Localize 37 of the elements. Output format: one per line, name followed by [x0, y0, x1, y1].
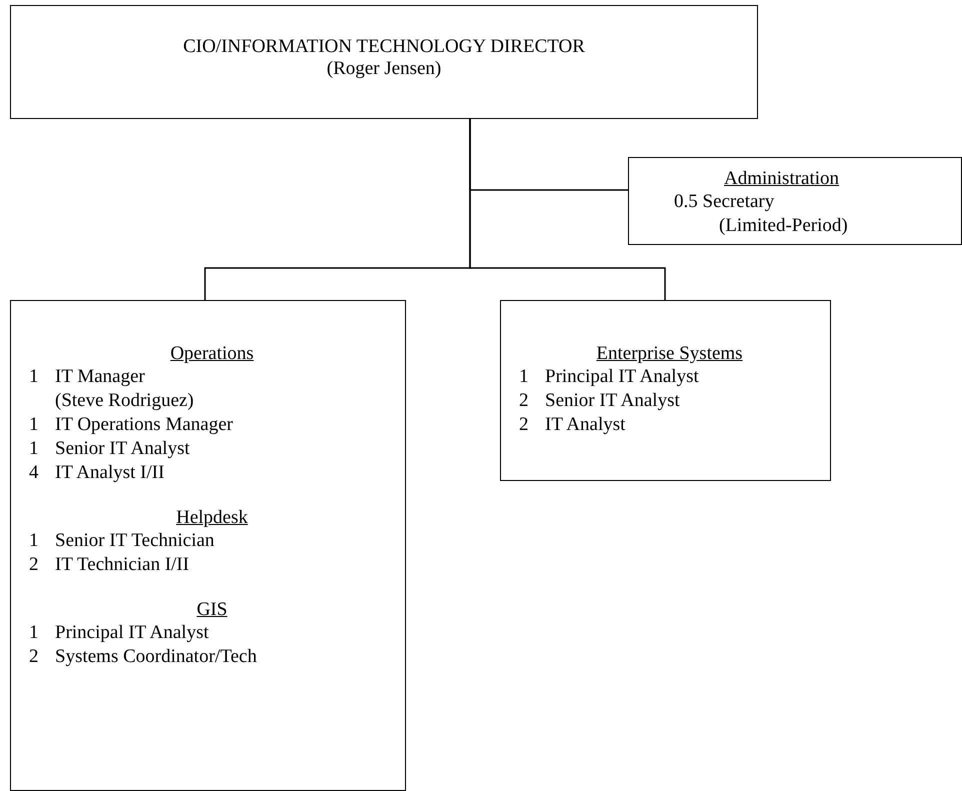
job-title: Principal IT Analyst [55, 621, 209, 645]
org-box [500, 300, 831, 481]
staff-count: 1 [29, 622, 38, 643]
staff-count: 2 [29, 554, 38, 575]
note: (Limited-Period) [719, 215, 848, 236]
job-title: Senior IT Technician [55, 529, 214, 553]
staff-count: 1 [29, 366, 38, 387]
job-title: IT Analyst I/II [55, 461, 164, 485]
staff-count: 4 [29, 462, 38, 483]
org-box [628, 157, 962, 245]
section-heading: Enterprise Systems [596, 343, 743, 364]
section-heading: Operations [170, 343, 254, 364]
job-title: Systems Coordinator/Tech [55, 645, 257, 669]
job-title: IT Analyst [545, 413, 626, 437]
section-heading: Helpdesk [176, 507, 248, 528]
job-title: IT Technician I/II [55, 553, 190, 577]
org-box [10, 5, 758, 119]
person-name: (Roger Jensen) [326, 58, 442, 80]
job-title: Senior IT Analyst [545, 389, 680, 413]
org-box [10, 300, 406, 791]
staff-count: 1 [29, 530, 38, 551]
section-heading: GIS [196, 599, 228, 620]
connector-line [469, 119, 666, 300]
staff-count: 2 [29, 646, 38, 667]
staff-count: 1 [519, 366, 528, 387]
staff-count: 2 [519, 390, 528, 411]
job-title: Senior IT Analyst [55, 437, 190, 461]
job-title: Principal IT Analyst [545, 365, 699, 389]
staff-count: 2 [519, 414, 528, 435]
staff-count: 1 [29, 414, 38, 435]
job-title: CIO/INFORMATION TECHNOLOGY DIRECTOR [182, 36, 586, 58]
job-title: IT Manager [55, 365, 145, 389]
job-title: IT Operations Manager [55, 413, 233, 437]
section-heading: Administration [724, 168, 840, 189]
person-name: (Steve Rodriguez) [55, 389, 194, 413]
staff-count: 1 [29, 438, 38, 459]
job-title: 0.5 Secretary [674, 191, 774, 212]
